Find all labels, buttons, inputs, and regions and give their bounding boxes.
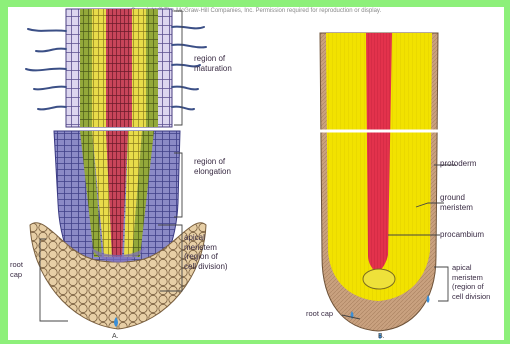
label-region-of-maturation: region of maturation bbox=[194, 54, 232, 73]
label-procambium: procambium bbox=[440, 230, 484, 240]
root-tip-diagram bbox=[8, 7, 504, 340]
label-ground-meristem: ground meristem bbox=[440, 193, 473, 212]
procambium-strand bbox=[366, 33, 392, 273]
label-apical-meristem-b: apical meristem (region of cell division bbox=[452, 263, 490, 301]
figure-panel: Copyright © The McGraw-Hill Companies, I… bbox=[8, 7, 504, 340]
maturation-yellow-left bbox=[92, 9, 106, 127]
maturation-yellow-right bbox=[132, 9, 146, 127]
panel-a-letter: A. bbox=[112, 333, 119, 340]
label-apical-meristem-a: apical meristem (region of cell division… bbox=[184, 233, 228, 271]
panel-b-letter: B. bbox=[378, 333, 385, 340]
label-region-of-elongation: region of elongation bbox=[194, 157, 231, 176]
apical-initial bbox=[363, 269, 395, 289]
label-root-cap-b: root cap bbox=[306, 309, 333, 319]
maturation-cortex-green-right bbox=[146, 9, 158, 127]
maturation-vascular-core bbox=[106, 9, 132, 127]
label-protoderm: protoderm bbox=[440, 159, 476, 169]
label-root-cap-a: root cap bbox=[10, 260, 23, 279]
maturation-cortex-green-left bbox=[80, 9, 92, 127]
panel-b-drawing bbox=[320, 33, 456, 339]
panel-a-drawing bbox=[26, 9, 206, 329]
